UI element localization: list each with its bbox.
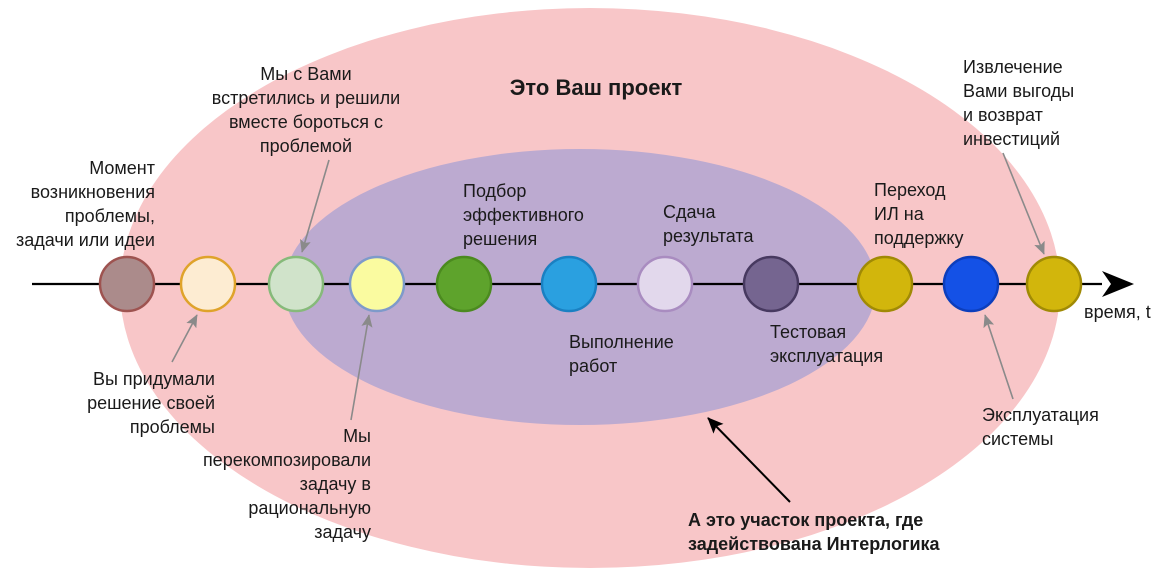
arrow-recomposition-to-node bbox=[350, 314, 373, 421]
timeline-node-work-execution bbox=[540, 255, 598, 313]
arrow-system-operation-to-node bbox=[983, 314, 1014, 400]
timeline-node-system-operation bbox=[942, 255, 1000, 313]
arrow-interlogika-note-to-region bbox=[707, 417, 791, 503]
timeline-node-we-met bbox=[267, 255, 325, 313]
timeline-node-handover-to-support bbox=[856, 255, 914, 313]
timeline-node-you-invented-solution bbox=[179, 255, 237, 313]
timeline-node-we-recomposed-task bbox=[348, 255, 406, 313]
timeline-node-test-operation bbox=[742, 255, 800, 313]
arrow-meeting-to-node bbox=[300, 159, 330, 253]
time-axis-arrowhead-icon bbox=[1102, 271, 1134, 297]
timeline-node-result-delivery bbox=[636, 255, 694, 313]
timeline-node-benefit-extraction bbox=[1025, 255, 1083, 313]
timeline-node-solution-selection bbox=[435, 255, 493, 313]
arrow-benefit-to-node bbox=[1002, 152, 1045, 255]
arrow-your-solution-to-node bbox=[171, 314, 198, 363]
timeline-node-problem-arises bbox=[98, 255, 156, 313]
